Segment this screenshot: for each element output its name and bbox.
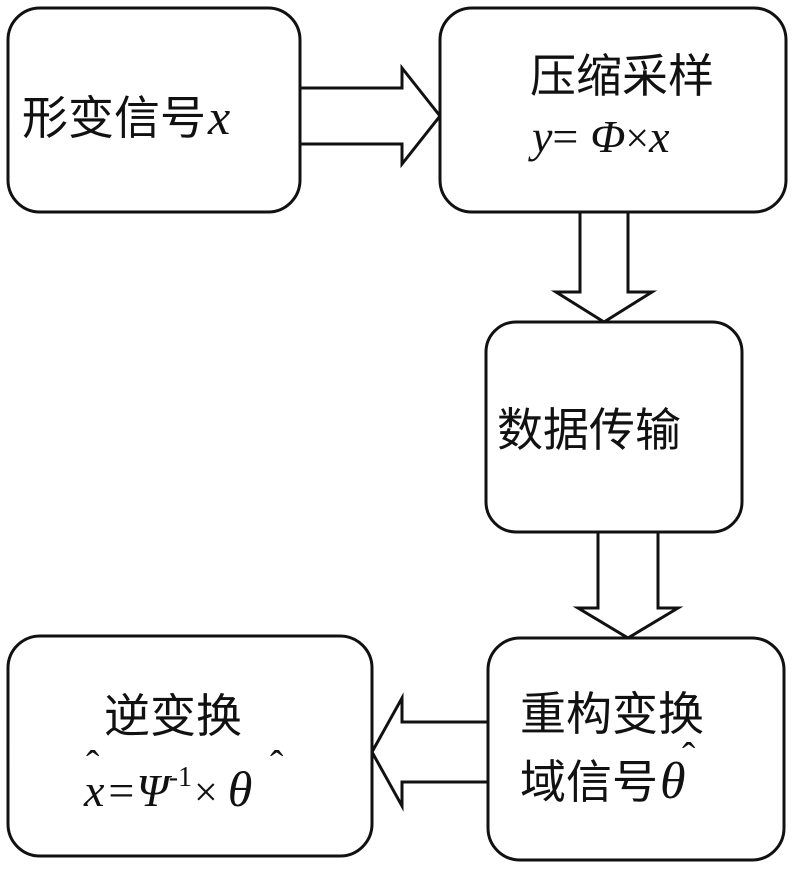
node-signal-box bbox=[6, 6, 302, 214]
node-signal-text: 形变信号x bbox=[22, 89, 230, 145]
node-transmission-label: 数据传输 bbox=[497, 403, 681, 457]
node-signal-label: 形变信号 bbox=[22, 91, 206, 145]
inv-formula-x-hat: ˆ bbox=[86, 742, 100, 787]
node-signal: 形变信号x bbox=[6, 6, 302, 214]
node-inverse-formula: x=Ψ-1×θ bbox=[83, 761, 252, 817]
node-transmission-box bbox=[484, 320, 744, 534]
node-sampling-formula: y=Φ×x bbox=[528, 111, 670, 162]
formula-times: × bbox=[625, 116, 649, 162]
arrow-reconstruct-to-inverse bbox=[370, 692, 490, 812]
inv-formula-times: × bbox=[194, 770, 218, 816]
inv-formula-exp: -1 bbox=[169, 762, 192, 793]
node-reconstruct-line1: 重构变换 bbox=[520, 687, 704, 741]
arrow-signal-to-sampling bbox=[298, 63, 442, 169]
formula-y: y bbox=[528, 111, 553, 162]
node-reconstruct-theta: θ bbox=[660, 753, 686, 810]
node-reconstruct-line2-group: 域信号θ bbox=[520, 753, 686, 810]
formula-x: x bbox=[648, 111, 670, 162]
arrow-sampling-to-transmission bbox=[550, 210, 658, 324]
node-sampling-box bbox=[438, 6, 788, 214]
formula-equals: = bbox=[552, 111, 578, 162]
arrow-transmission-to-reconstruct bbox=[572, 529, 684, 640]
node-reconstruct-theta-hat: ˆ bbox=[682, 734, 696, 779]
node-inverse-label: 逆变换 bbox=[104, 689, 242, 743]
inv-formula-theta-hat: ˆ bbox=[270, 742, 284, 787]
node-inverse: 逆变换 x=Ψ-1×θ ˆ ˆ bbox=[6, 634, 374, 858]
node-transmission: 数据传输 bbox=[484, 320, 744, 534]
inv-formula-theta: θ bbox=[228, 761, 253, 817]
inv-formula-psi: Ψ bbox=[136, 765, 172, 816]
node-sampling-label: 压缩采样 bbox=[530, 49, 714, 103]
node-reconstruct: 重构变换 域信号θ ˆ bbox=[486, 636, 786, 862]
node-sampling: 压缩采样 y=Φ×x bbox=[438, 6, 788, 214]
node-signal-var: x bbox=[207, 89, 230, 145]
node-inverse-box bbox=[6, 634, 374, 858]
formula-phi: Φ bbox=[590, 111, 625, 162]
node-reconstruct-box bbox=[486, 636, 786, 862]
inv-formula-equals: = bbox=[108, 765, 134, 816]
inv-formula-x: x bbox=[83, 765, 105, 816]
node-reconstruct-line2: 域信号 bbox=[520, 755, 658, 809]
